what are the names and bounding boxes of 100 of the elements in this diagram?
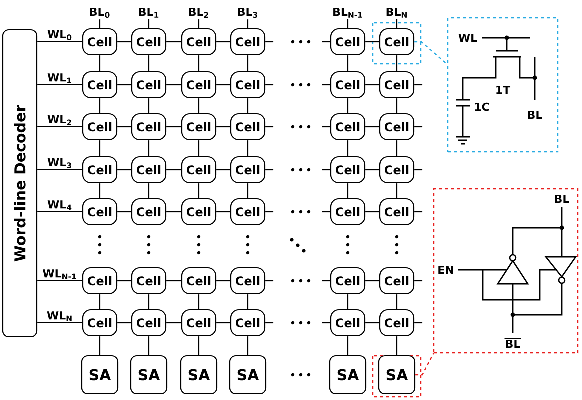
- memory-cell: Cell: [330, 113, 366, 141]
- wire: [38, 322, 82, 324]
- memory-cell: Cell: [379, 28, 415, 56]
- wire: [247, 56, 249, 72]
- wire: [148, 98, 150, 114]
- wire: [396, 184, 398, 198]
- memory-cell: Cell: [330, 309, 366, 337]
- wire: [198, 20, 200, 28]
- memory-cell: Cell: [82, 309, 118, 337]
- wire: [166, 280, 182, 282]
- word-line-label: WL$_{N}$: [46, 310, 74, 322]
- wire: [198, 98, 200, 114]
- wire: [266, 169, 274, 171]
- wire: [148, 140, 150, 156]
- wire: [198, 184, 200, 198]
- word-line-label: WL$_{3}$: [46, 157, 74, 170]
- wire: [118, 211, 132, 213]
- wire: [166, 126, 182, 128]
- memory-cell: Cell: [330, 267, 366, 295]
- memory-cell: Cell: [181, 267, 217, 295]
- memory-cell: Cell: [131, 113, 167, 141]
- wire: [396, 294, 398, 310]
- transistor-label: 1T: [496, 86, 511, 94]
- memory-cell: Cell: [230, 309, 266, 337]
- wire: [347, 98, 349, 114]
- wire: [166, 41, 182, 43]
- wire: [166, 169, 182, 171]
- wire: [322, 211, 330, 213]
- wire: [38, 211, 82, 213]
- wire: [38, 126, 82, 128]
- memory-cell: Cell: [379, 267, 415, 295]
- word-line-label: WL$_{N-1}$: [42, 268, 78, 280]
- wire: [396, 336, 398, 356]
- wire: [247, 336, 249, 356]
- memory-cell: Cell: [230, 71, 266, 99]
- wire: [266, 322, 274, 324]
- sense-amplifier: SA: [229, 355, 267, 395]
- wire: [266, 211, 274, 213]
- wire: [347, 56, 349, 72]
- wire: [347, 294, 349, 310]
- wire: [266, 84, 274, 86]
- bit-line-label: BL$_{1}$: [139, 8, 159, 18]
- wire: [118, 41, 132, 43]
- bit-line-label: BL$_{0}$: [90, 8, 110, 18]
- capacitor-label: 1C: [475, 102, 490, 112]
- wire: [322, 280, 330, 282]
- terminal-label: BL: [528, 111, 542, 120]
- wire: [366, 280, 380, 282]
- memory-cell: Cell: [131, 156, 167, 184]
- leader-line: [416, 352, 435, 376]
- memory-cell: Cell: [181, 113, 217, 141]
- wire: [347, 19, 349, 28]
- wire: [366, 169, 380, 171]
- wire: [266, 280, 274, 282]
- memory-cell: Cell: [82, 113, 118, 141]
- wire: [266, 126, 274, 128]
- wire: [247, 98, 249, 114]
- wire: [322, 169, 330, 171]
- leader-line: [414, 41, 448, 66]
- bit-line-label: BL$_{3}$: [238, 8, 258, 18]
- word-line-label: WL$_{1}$: [46, 72, 74, 84]
- memory-cell: Cell: [330, 71, 366, 99]
- wire: [396, 98, 398, 114]
- wire: [38, 280, 82, 282]
- wire: [322, 41, 330, 43]
- memory-cell: Cell: [181, 198, 217, 226]
- wire: [266, 41, 274, 43]
- wire: [414, 211, 423, 213]
- bit-line-label: BL$_{N-1}$: [334, 8, 362, 18]
- wire: [366, 126, 380, 128]
- wire: [118, 84, 132, 86]
- wire: [247, 294, 249, 310]
- wire: [99, 56, 101, 72]
- word-line-label: WL$_{4}$: [46, 200, 74, 212]
- memory-cell: Cell: [230, 113, 266, 141]
- wire: [148, 56, 150, 72]
- memory-cell: Cell: [379, 198, 415, 226]
- bit-line-label: BL$_{2}$: [189, 8, 208, 18]
- wire: [38, 84, 82, 86]
- wire: [148, 294, 150, 310]
- wire: [216, 211, 230, 213]
- wire: [414, 280, 423, 282]
- memory-cell: Cell: [230, 28, 266, 56]
- wire: [396, 56, 398, 72]
- wire: [322, 84, 330, 86]
- memory-cell: Cell: [131, 71, 167, 99]
- wire: [148, 336, 150, 356]
- sense-amplifier: SA: [130, 355, 168, 395]
- wire: [118, 169, 132, 171]
- wire: [99, 98, 101, 114]
- wire: [198, 56, 200, 72]
- wire: [38, 41, 82, 43]
- wire: [99, 20, 101, 28]
- memory-cell: Cell: [131, 267, 167, 295]
- wire: [414, 126, 423, 128]
- memory-cell: Cell: [82, 198, 118, 226]
- wire: [366, 211, 380, 213]
- memory-cell: Cell: [230, 198, 266, 226]
- wire: [118, 126, 132, 128]
- wire: [414, 84, 423, 86]
